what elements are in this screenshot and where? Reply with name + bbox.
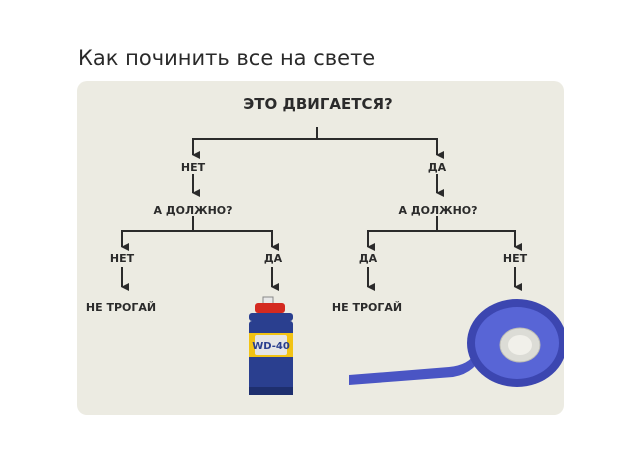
left-question: А ДОЛЖНО?: [153, 204, 233, 217]
right-yes-result: НЕ ТРОГАЙ: [331, 301, 403, 314]
right-no-arrow: [437, 230, 522, 251]
right-yes-label: ДА: [358, 252, 378, 265]
right-answer: ДА: [427, 161, 447, 174]
left-answer: НЕТ: [180, 161, 206, 174]
flowchart-lines: WD-40: [121, 127, 564, 395]
right-yes-arrow: [367, 216, 438, 251]
wd40-logo: WD-40: [252, 341, 290, 352]
right-no-label: НЕТ: [502, 252, 528, 265]
flowchart-card: WD-40 ЭТО ДВИГАЕТСЯ? НЕТ ДА А ДОЛЖНО? А …: [77, 81, 564, 415]
root-left-arrow: [192, 127, 318, 159]
left-yes-label: ДА: [263, 252, 283, 265]
left-no-label: НЕТ: [109, 252, 135, 265]
left-yes-arrow: [193, 230, 279, 251]
page-title: Как починить все на свете: [78, 46, 376, 70]
right-question: А ДОЛЖНО?: [398, 204, 478, 217]
root-question: ЭТО ДВИГАЕТСЯ?: [243, 95, 393, 113]
wd40-can-image: WD-40: [249, 296, 293, 395]
left-no-arrow: [121, 216, 194, 251]
duct-tape-image: [349, 299, 564, 387]
root-right-arrow: [317, 138, 444, 159]
left-no-result: НЕ ТРОГАЙ: [85, 301, 157, 314]
